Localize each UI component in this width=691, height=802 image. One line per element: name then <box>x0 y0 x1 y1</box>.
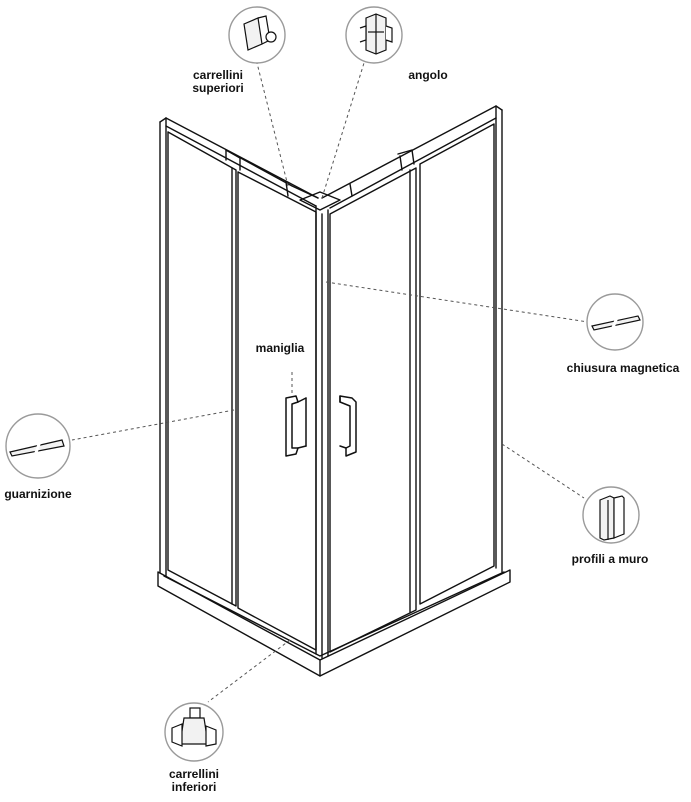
label-carrellini-superiori-line2: superiori <box>192 81 244 95</box>
label-carrellini-inferiori: carrellini inferiori <box>154 768 234 794</box>
corner-bracket-icon <box>345 6 403 64</box>
top-roller-icon <box>228 6 286 64</box>
right-top-rail <box>321 105 503 209</box>
right-sliding-door <box>329 167 417 653</box>
leader-lines <box>71 62 589 703</box>
gasket-icon <box>5 413 71 479</box>
right-wall-profile <box>495 105 503 573</box>
left-fixed-panel <box>167 131 237 607</box>
wall-profile-icon <box>582 486 640 544</box>
label-chiusura-magnetica: chiusura magnetica <box>566 361 680 375</box>
label-profili-a-muro: profili a muro <box>571 552 649 566</box>
magnetic-strip-icon <box>586 293 644 351</box>
handle-right <box>339 395 357 457</box>
label-maniglia: maniglia <box>255 341 305 355</box>
right-fixed-panel <box>419 123 495 605</box>
handle-left <box>285 395 307 457</box>
bottom-roller-icon <box>164 702 224 762</box>
left-sliding-door <box>225 149 319 651</box>
corner-post <box>299 191 341 659</box>
label-guarnizione: guarnizione <box>4 487 72 501</box>
label-carrellini-inferiori-line1: carrellini <box>168 767 220 781</box>
label-carrellini-inferiori-line2: inferiori <box>171 780 217 794</box>
label-angolo: angolo <box>408 68 448 82</box>
label-carrellini-superiori: carrellini superiori <box>178 69 258 95</box>
label-carrellini-superiori-line1: carrellini <box>192 68 244 82</box>
shower-tray <box>157 569 511 677</box>
